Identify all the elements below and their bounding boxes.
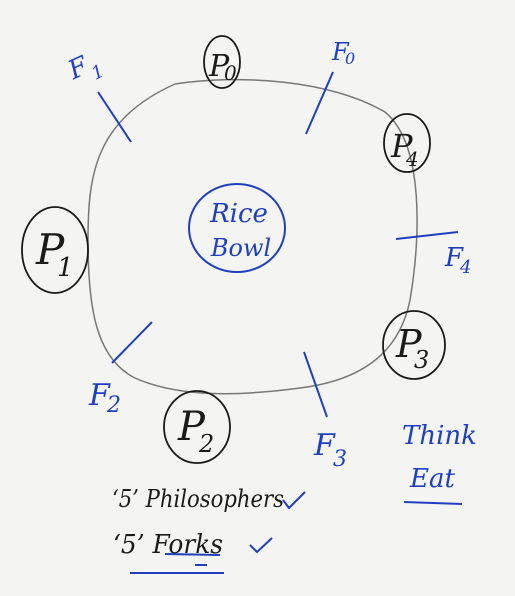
philosopher-p1-index: 1 bbox=[57, 253, 74, 283]
fork-f0-line bbox=[305, 71, 334, 135]
philosopher-p3-letter: P bbox=[395, 322, 423, 366]
fork-f1-line bbox=[97, 91, 132, 143]
state-eat-underline bbox=[403, 501, 463, 505]
rice-bowl-line-1: Rice bbox=[209, 199, 268, 229]
philosopher-p2-letter: P bbox=[177, 404, 206, 450]
philosopher-p3: P 3 bbox=[382, 310, 446, 380]
philosopher-p4: P 4 bbox=[383, 113, 431, 173]
fork-f0-letter: F bbox=[331, 38, 350, 66]
philosopher-p0: P 0 bbox=[203, 35, 241, 89]
philosopher-p0-index: 0 bbox=[224, 61, 237, 85]
fork-f0-index: 0 bbox=[345, 49, 355, 68]
philosopher-p2-index: 2 bbox=[198, 430, 214, 458]
philosopher-p1: P 1 bbox=[21, 206, 89, 294]
philosopher-p4-letter: P bbox=[390, 127, 413, 165]
fork-f0: F 0 bbox=[305, 38, 355, 135]
note-philosophers: ‘5’ Philosophers bbox=[112, 485, 284, 513]
fork-f2-letter: F bbox=[88, 378, 111, 413]
fork-f1-index: 1 bbox=[88, 61, 107, 85]
state-think: Think bbox=[402, 421, 477, 451]
state-eat: Eat bbox=[409, 464, 455, 494]
fork-f4-index: 4 bbox=[459, 257, 471, 278]
rice-bowl-line-2: Bowl bbox=[210, 234, 271, 262]
fork-f4-line bbox=[395, 231, 459, 240]
fork-f3-line bbox=[303, 351, 328, 418]
fork-f4-letter: F bbox=[444, 243, 464, 273]
fork-f2-line bbox=[111, 321, 153, 364]
fork-f2: F 2 bbox=[88, 321, 153, 418]
fork-f3: F 3 bbox=[303, 351, 347, 472]
philosopher-p2: P 2 bbox=[163, 390, 231, 464]
fork-f3-letter: F bbox=[313, 428, 336, 463]
fork-f4: F 4 bbox=[395, 231, 471, 278]
fork-f2-index: 2 bbox=[106, 393, 121, 418]
philosopher-p1-letter: P bbox=[35, 225, 65, 274]
philosopher-p3-index: 3 bbox=[414, 346, 429, 374]
note-forks-checkmark bbox=[249, 537, 273, 554]
fork-f3-index: 3 bbox=[333, 447, 347, 472]
note-forks-underline bbox=[164, 553, 221, 556]
fork-f1: F 1 bbox=[63, 51, 132, 143]
rice-bowl: Rice Bowl bbox=[188, 183, 286, 273]
note-philosophers-checkmark bbox=[282, 491, 306, 510]
philosopher-p0-letter: P bbox=[208, 49, 230, 84]
philosopher-p4-index: 4 bbox=[405, 147, 419, 171]
